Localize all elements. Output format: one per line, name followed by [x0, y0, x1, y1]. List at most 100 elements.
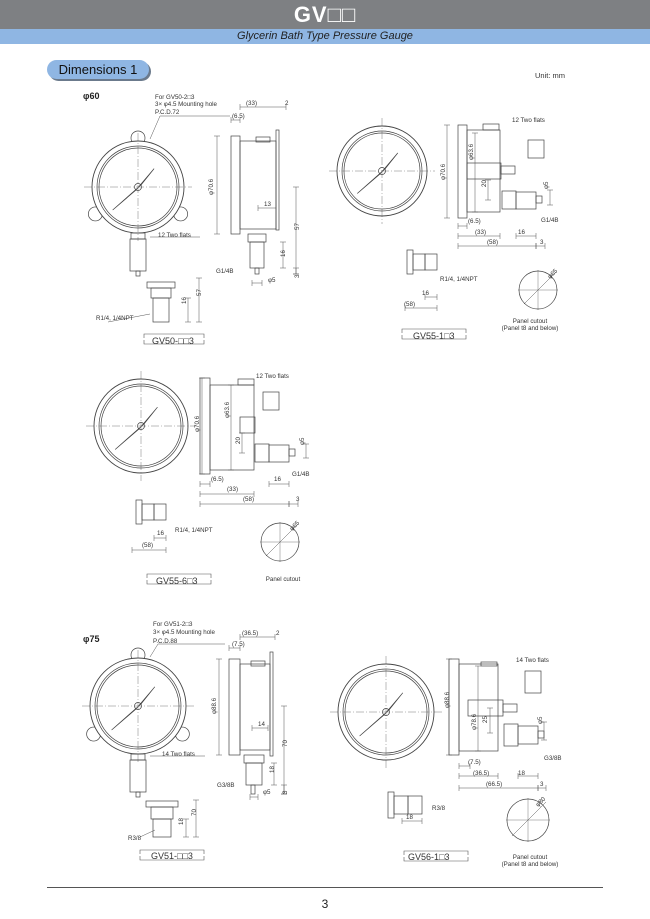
- plug: [482, 123, 500, 131]
- dim-label: 25: [482, 716, 489, 723]
- dim-label: 16: [274, 476, 281, 483]
- boss: [466, 162, 502, 180]
- dim-label: (7.5): [232, 641, 245, 648]
- dim-label: 57: [294, 223, 301, 230]
- dim-label: (66.5): [486, 781, 502, 788]
- dim-label: φ5: [263, 789, 271, 796]
- nozzle: [254, 267, 260, 275]
- dim-label: 3: [282, 790, 289, 794]
- dimension-line: [149, 643, 159, 658]
- hex: [150, 287, 172, 299]
- dim-label: 14 Two flats: [162, 751, 195, 758]
- dim-label: 3: [540, 239, 544, 246]
- fitting: [249, 241, 265, 269]
- page-number: 3: [321, 897, 329, 911]
- cutout-label: Panel cutout: [513, 318, 548, 325]
- fitting: [424, 253, 438, 271]
- model-frame: [403, 850, 469, 862]
- plug: [250, 660, 266, 667]
- dim-label: 18: [406, 814, 413, 821]
- dim-label: (36.5): [242, 630, 258, 637]
- dim-label: 3: [540, 781, 544, 788]
- gauge-needle: [111, 686, 156, 731]
- front-case: [230, 135, 241, 235]
- dim-label: G1/4B: [541, 217, 559, 224]
- dim-label: φ63.6: [468, 143, 475, 160]
- flange: [269, 651, 274, 757]
- hex: [393, 795, 409, 815]
- product-title: GV□□: [293, 2, 357, 27]
- dim-label: φ5: [537, 716, 544, 724]
- cutout-label: Panel cutout: [266, 576, 301, 583]
- model-label: GV55-6□3: [156, 576, 197, 586]
- size-label: φ60: [83, 91, 99, 101]
- dim-label: φ5: [268, 277, 276, 284]
- drawing-gv50: φ60 For GV50-2□3 3× φ4.5 Mounting hole P…: [83, 91, 301, 346]
- hex: [254, 443, 270, 463]
- boss: [239, 416, 256, 434]
- body: [466, 129, 501, 213]
- nozzle: [250, 784, 256, 795]
- unit-label: Unit: mm: [535, 71, 565, 80]
- product-subtitle: Glycerin Bath Type Pressure Gauge: [0, 29, 650, 44]
- hex: [412, 253, 426, 271]
- flange: [406, 249, 414, 275]
- dimension-line: [511, 801, 547, 837]
- needle-hub: [382, 708, 390, 716]
- model-label: GV51-□□3: [151, 851, 193, 861]
- hex: [150, 806, 174, 820]
- fitting: [245, 762, 263, 786]
- dim-label: (6.5): [232, 113, 245, 120]
- dim-label: 16: [518, 229, 525, 236]
- dim-label: φ65: [288, 519, 301, 532]
- dimension-line: [523, 271, 557, 305]
- fitting: [129, 238, 147, 272]
- dimension-line: [107, 313, 151, 323]
- dim-label: 16: [181, 297, 188, 304]
- dim-label: φ70.6: [440, 163, 447, 180]
- dim-label: (36.5): [473, 770, 489, 777]
- drawing-gv51: φ75 For GV51-2□3 3× φ4.5 Mounting hole P…: [83, 621, 289, 861]
- fitting: [517, 725, 539, 745]
- drawing-gv55-1: 12 Two flats φ63.6 φ70.6 20 φ5 G1/4B (6.…: [404, 117, 560, 341]
- nozzle: [135, 791, 141, 798]
- hex: [247, 233, 267, 243]
- mounting-note: P.C.D.72: [155, 109, 180, 116]
- dim-label: (33): [475, 229, 486, 236]
- needle-hub: [134, 183, 142, 191]
- dim-label: G1/4B: [216, 268, 234, 275]
- dim-label: 18: [178, 818, 185, 825]
- dim-label: φ5: [543, 181, 550, 189]
- nozzle: [288, 448, 296, 457]
- hex: [141, 503, 155, 521]
- fitting: [515, 191, 537, 210]
- hex: [503, 723, 519, 747]
- dim-label: 18: [518, 770, 525, 777]
- dim-label: G1/4B: [292, 471, 310, 478]
- model-frame: [139, 849, 205, 861]
- dim-label: G3/8B: [544, 755, 562, 762]
- front-case: [457, 124, 468, 219]
- fitting: [152, 297, 170, 323]
- dim-label: φ78.6: [471, 713, 478, 730]
- cutout-label: Panel cutout: [513, 854, 548, 861]
- dim-label: R3/8: [128, 835, 142, 842]
- flats: [527, 139, 545, 159]
- size-label: φ75: [83, 634, 99, 644]
- dim-label: (33): [227, 486, 238, 493]
- body: [209, 384, 255, 471]
- gauge-needle: [357, 152, 399, 194]
- dim-label: 16: [422, 290, 429, 297]
- dimension-line: [265, 523, 299, 557]
- body: [239, 140, 277, 230]
- needle-hub: [137, 422, 145, 430]
- section-title: Dimensions 1: [47, 60, 149, 79]
- dim-label: (58): [142, 542, 153, 549]
- model-label: GV55-1□3: [413, 331, 454, 341]
- needle-hub: [378, 167, 386, 175]
- gauge-needle: [114, 406, 158, 450]
- cutout-note: (Panel t8 and below): [502, 861, 559, 868]
- dim-label: 2: [285, 100, 289, 107]
- flange: [135, 499, 143, 525]
